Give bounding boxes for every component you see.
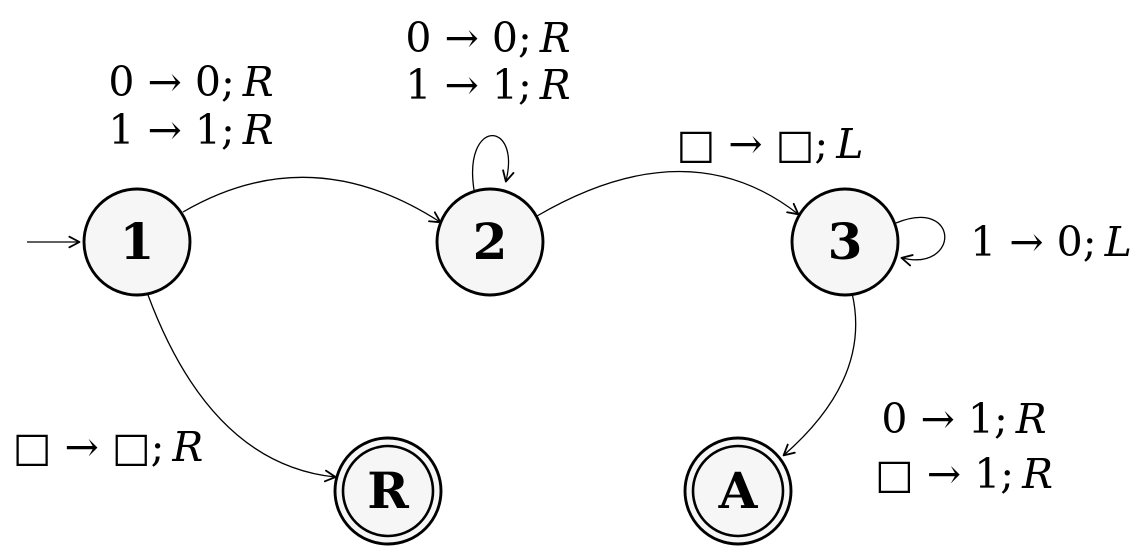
edge-2-to-3: [536, 170, 800, 217]
state-circle: [435, 187, 545, 297]
label-3-to-A-line-2: □ → 1;R: [875, 450, 1053, 498]
label-2-to-3: □ → □;L: [677, 120, 864, 168]
state-node-3: 3: [790, 187, 900, 297]
edges: [27, 134, 946, 483]
state-node-2: 2: [435, 187, 545, 297]
label-1-to-2-line-2: 1 → 1;R: [108, 106, 273, 154]
label-1-to-2-line-1: 0 → 0;R: [108, 58, 273, 106]
label-1-to-R: □ → □;R: [13, 423, 204, 471]
state-circle: [790, 187, 900, 297]
edge-labels: 0 → 0;R 1 → 1;R 0 → 0;R 1 → 1;R □ → □;L …: [13, 14, 1132, 498]
state-label: 2: [473, 212, 508, 271]
state-label: 3: [828, 212, 863, 271]
state-node-R: R: [333, 436, 443, 546]
state-circle: [82, 187, 192, 297]
state-label: 1: [120, 212, 155, 271]
state-node-1: 1: [82, 187, 192, 297]
state-accepting-ring: [691, 444, 785, 538]
label-2-self-line-1: 0 → 0;R: [405, 14, 570, 62]
edge-3-to-A: [782, 292, 857, 457]
state-label: R: [367, 461, 409, 520]
state-accepting-ring: [341, 444, 435, 538]
label-2-self-line-2: 1 → 1;R: [405, 61, 570, 109]
edge-3-self-loop: [895, 216, 946, 267]
edge-2-self-loop: [471, 134, 515, 191]
edge-1-to-2: [182, 176, 442, 224]
label-3-self: 1 → 0;L: [970, 218, 1132, 266]
edge-1-to-R: [147, 294, 337, 483]
state-node-A: A: [683, 436, 793, 546]
label-3-to-A-line-1: 0 → 1;R: [881, 395, 1046, 443]
state-label: A: [718, 461, 759, 520]
state-circle: [333, 436, 443, 546]
state-circle: [683, 436, 793, 546]
